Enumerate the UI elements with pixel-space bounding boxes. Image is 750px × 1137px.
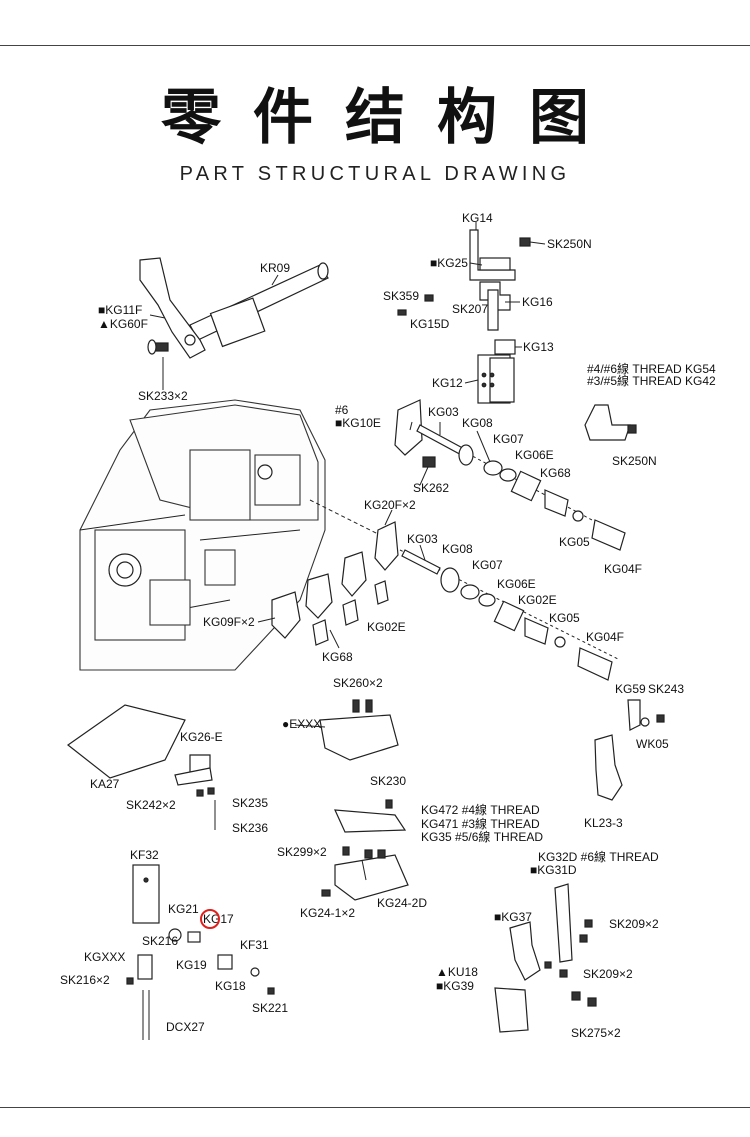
label-kg24-2d: KG24-2D bbox=[377, 896, 427, 910]
label-kg24-1: KG24-1×2 bbox=[300, 906, 355, 920]
middle-tension-assembly bbox=[271, 521, 621, 681]
label-kf31: KF31 bbox=[240, 938, 269, 952]
top-rule bbox=[0, 45, 750, 46]
label-kg06e-top: KG06E bbox=[515, 448, 554, 462]
label-sk236: SK236 bbox=[232, 821, 268, 835]
label-kg03-top: KG03 bbox=[428, 405, 459, 419]
label-sk209-a: SK209×2 bbox=[609, 917, 659, 931]
label-thread-kg42: #3/#5線 THREAD KG42 bbox=[587, 373, 716, 388]
label-kg04f-top: KG04F bbox=[604, 562, 642, 576]
label-kg471: KG471 #3線 THREAD bbox=[421, 816, 540, 831]
label-kg35: KG35 #5/6線 THREAD bbox=[421, 829, 543, 844]
machine-body bbox=[79, 399, 391, 671]
label-kg32d: KG32D #6線 THREAD bbox=[538, 849, 659, 864]
label-ku18: ▲KU18 bbox=[436, 965, 478, 979]
label-sk233: SK233×2 bbox=[138, 389, 188, 403]
label-sk260: SK260×2 bbox=[333, 676, 383, 690]
label-sk235: SK235 bbox=[232, 796, 268, 810]
label-wk05: WK05 bbox=[636, 737, 669, 751]
label-sk242: SK242×2 bbox=[126, 798, 176, 812]
label-kg26e: KG26-E bbox=[180, 730, 223, 744]
label-kr09: KR09 bbox=[260, 261, 290, 275]
label-kg16: KG16 bbox=[522, 295, 553, 309]
label-sk209-b: SK209×2 bbox=[583, 967, 633, 981]
label-sk359: SK359 bbox=[383, 289, 419, 303]
kg32d-assembly bbox=[494, 883, 597, 1033]
label-kg59: KG59 bbox=[615, 682, 646, 696]
label-kgxxx: KGXXX bbox=[84, 950, 125, 964]
label-kg60f: ▲KG60F bbox=[98, 317, 148, 331]
label-sk216-top: SK216 bbox=[142, 934, 178, 948]
label-thread-kg54: #4/#6線 THREAD KG54 bbox=[587, 361, 716, 376]
label-kg13: KG13 bbox=[523, 340, 554, 354]
label-kg03-mid: KG03 bbox=[407, 532, 438, 546]
label-sk243: SK243 bbox=[648, 682, 684, 696]
label-sk216-2: SK216×2 bbox=[60, 973, 110, 987]
label-kg68-top: KG68 bbox=[540, 466, 571, 480]
label-kg02e-right: KG02E bbox=[518, 593, 557, 607]
page-subtitle: PART STRUCTURAL DRAWING bbox=[179, 163, 571, 185]
page-title: 零件结构图 bbox=[161, 83, 621, 153]
label-exxx: ●EXXX bbox=[282, 717, 321, 731]
label-kg08-top: KG08 bbox=[462, 416, 493, 430]
label-kg68-mid: KG68 bbox=[322, 650, 353, 664]
label-sk250n-top: SK250N bbox=[547, 237, 592, 251]
label-kf32: KF32 bbox=[130, 848, 159, 862]
label-dcx27: DCX27 bbox=[166, 1020, 205, 1034]
label-kg20f: KG20F×2 bbox=[364, 498, 416, 512]
label-no6: #6 bbox=[335, 403, 349, 417]
label-sk221: SK221 bbox=[252, 1001, 288, 1015]
label-kg21: KG21 bbox=[168, 902, 199, 916]
kg17-highlight-circle bbox=[200, 909, 220, 929]
label-sk262: SK262 bbox=[413, 481, 449, 495]
leader-lines bbox=[149, 222, 546, 881]
thread-guide-assembly bbox=[397, 229, 637, 441]
label-sk275: SK275×2 bbox=[571, 1026, 621, 1040]
label-kg04f-mid: KG04F bbox=[586, 630, 624, 644]
label-kg31d: ■KG31D bbox=[530, 863, 577, 877]
label-sk299: SK299×2 bbox=[277, 845, 327, 859]
needle-clamp-assembly bbox=[126, 864, 275, 1040]
label-kg25: ■KG25 bbox=[430, 256, 468, 270]
label-kg07-top: KG07 bbox=[493, 432, 524, 446]
label-sk207: SK207 bbox=[452, 302, 488, 316]
label-kg12: KG12 bbox=[432, 376, 463, 390]
label-sk250n-right: SK250N bbox=[612, 454, 657, 468]
label-kg09f: KG09F×2 bbox=[203, 615, 255, 629]
label-kg19: KG19 bbox=[176, 958, 207, 972]
label-kg10e: ■KG10E bbox=[335, 416, 381, 430]
exploded-parts-diagram: KG14 SK250N ■KG25 SK359 SK207 KG16 KG15D… bbox=[60, 211, 716, 1040]
looper-plate bbox=[321, 799, 409, 901]
upper-tension-assembly bbox=[394, 399, 626, 551]
label-kl23: KL23-3 bbox=[584, 816, 623, 830]
label-kg02e-left: KG02E bbox=[367, 620, 406, 634]
label-kg06e-mid: KG06E bbox=[497, 577, 536, 591]
throat-plate bbox=[294, 699, 399, 761]
label-kg39: ■KG39 bbox=[436, 979, 474, 993]
label-kg11f: ■KG11F bbox=[98, 303, 142, 317]
label-ka27: KA27 bbox=[90, 777, 120, 791]
label-sk230: SK230 bbox=[370, 774, 406, 788]
label-kg08-mid: KG08 bbox=[442, 542, 473, 556]
kl23-lever bbox=[594, 699, 665, 801]
label-kg472: KG472 #4線 THREAD bbox=[421, 802, 540, 817]
shaft-assembly bbox=[139, 257, 329, 359]
label-kg37: ■KG37 bbox=[494, 910, 532, 924]
label-kg14: KG14 bbox=[462, 211, 493, 225]
label-kg05-top: KG05 bbox=[559, 535, 590, 549]
bottom-rule bbox=[0, 1107, 750, 1108]
label-kg05-mid: KG05 bbox=[549, 611, 580, 625]
label-kg15d: KG15D bbox=[410, 317, 450, 331]
ka27-plate bbox=[66, 704, 216, 830]
label-kg07-mid: KG07 bbox=[472, 558, 503, 572]
label-kg18: KG18 bbox=[215, 979, 246, 993]
